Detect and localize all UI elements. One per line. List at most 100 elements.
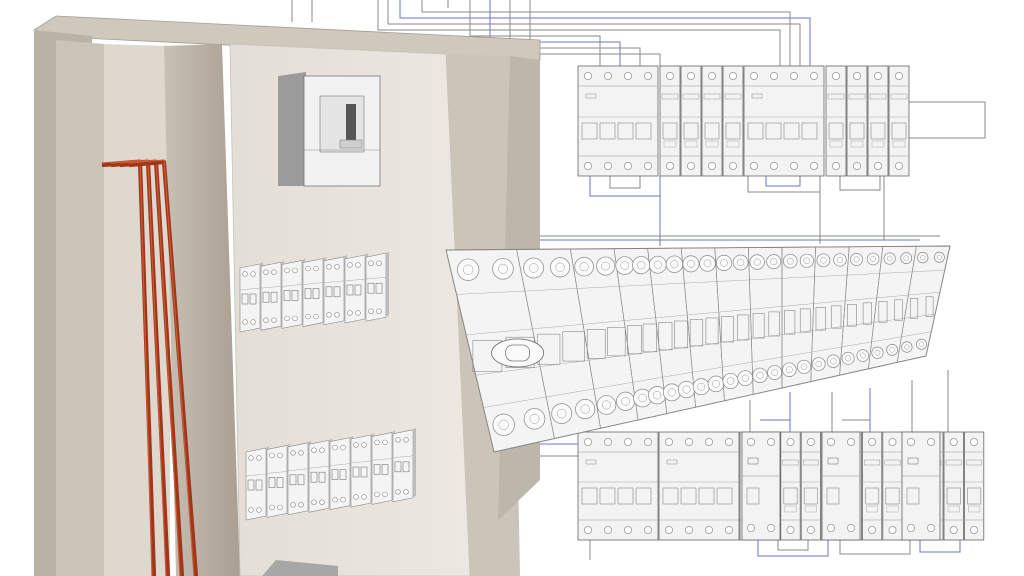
terminal-screw	[648, 386, 667, 405]
screw-head	[920, 255, 926, 261]
schematic-rcbo	[901, 431, 941, 541]
cabinet-divider	[164, 44, 240, 576]
module-body	[867, 65, 889, 177]
module-band	[781, 351, 812, 358]
terminal-screw	[248, 507, 254, 513]
screw-head	[845, 355, 852, 362]
toggle	[865, 487, 880, 505]
module-band	[662, 371, 693, 378]
terminal-screw	[927, 524, 936, 533]
cabinet-breaker	[344, 253, 368, 324]
schematic-breaker	[888, 65, 910, 177]
terminal-screw	[927, 437, 936, 446]
cabinet-breaker	[245, 446, 269, 521]
toggle	[304, 288, 312, 299]
terminal-screw	[376, 260, 382, 266]
terminal-screw	[311, 499, 317, 505]
module-band	[475, 366, 541, 376]
toggle	[716, 487, 733, 505]
terminal-screw	[866, 252, 880, 266]
module-band	[876, 294, 909, 299]
screw-head	[903, 255, 909, 261]
terminal-screw	[786, 437, 795, 446]
terminal-screw	[705, 437, 714, 446]
terminal-screw	[313, 313, 319, 320]
cabinet-breaker	[371, 430, 395, 505]
terminal-screw	[242, 319, 248, 325]
module-band	[847, 273, 880, 276]
toggle	[270, 291, 278, 303]
terminal-screw	[596, 395, 617, 415]
schematic-row-top	[577, 65, 910, 177]
screw-head	[498, 263, 508, 274]
terminal-screw	[298, 502, 304, 508]
cabinet-breaker	[350, 433, 374, 508]
busbar-highlight	[128, 159, 195, 576]
terminal-screw	[692, 378, 710, 396]
terminal-screw	[886, 344, 899, 356]
terminal-screw	[326, 264, 332, 270]
terminal-screw	[376, 308, 382, 314]
indicator	[827, 457, 839, 465]
toggle	[849, 122, 865, 140]
toggle	[705, 317, 719, 345]
module-body	[658, 431, 740, 541]
terminal-screw	[319, 499, 325, 505]
terminal-screw	[699, 255, 716, 272]
terminal-screw	[263, 317, 269, 323]
terminal-screw	[811, 357, 826, 371]
toggle	[831, 305, 842, 329]
terminal-screw	[685, 437, 694, 446]
cabinet-frame-left	[56, 40, 104, 576]
module-band	[716, 279, 750, 282]
toggle	[784, 310, 796, 335]
cabinet-breaker	[323, 254, 347, 326]
terminal-screw	[888, 437, 897, 446]
terminal-screw	[665, 526, 674, 535]
terminal-screw	[687, 72, 696, 81]
toggle-base	[726, 140, 740, 148]
terminal-screw	[584, 161, 593, 170]
strip-module	[714, 247, 754, 402]
terminal-screw	[457, 258, 480, 281]
schematic-rcd	[577, 431, 659, 541]
toggle	[262, 291, 270, 303]
terminal-screw	[347, 262, 353, 268]
toggle	[581, 487, 598, 505]
module-band	[871, 336, 902, 343]
terminal-screw	[248, 455, 254, 461]
label-window	[966, 459, 983, 466]
terminal-screw	[604, 437, 613, 446]
terminal-screw	[770, 161, 779, 170]
copper-busbars	[101, 159, 199, 576]
toggle	[249, 293, 257, 305]
terminal-screw	[832, 161, 841, 170]
terminal-screw	[933, 251, 945, 263]
module-body	[577, 65, 659, 177]
terminal-screw	[644, 72, 653, 81]
toggle-base	[850, 140, 864, 148]
module-body	[800, 431, 822, 541]
terminal-screw	[907, 524, 916, 533]
toggle	[617, 487, 634, 505]
toggle-base	[947, 505, 960, 513]
terminal-screw	[604, 72, 613, 81]
toggle	[318, 471, 326, 483]
terminal-screw	[368, 260, 374, 266]
label-window	[869, 93, 887, 100]
terminal-screw	[790, 72, 799, 81]
label-window	[945, 459, 962, 466]
cabinet-breaker	[281, 258, 305, 329]
toggle-base	[866, 505, 879, 513]
rotary-handle	[505, 344, 531, 362]
schematic-breaker	[800, 431, 822, 541]
busbar-highlight	[110, 159, 167, 576]
screw-head	[638, 393, 647, 403]
toggle	[752, 313, 765, 339]
toggle	[310, 471, 318, 483]
screw-head	[621, 396, 630, 406]
label-window	[802, 459, 819, 466]
terminal-screw	[584, 72, 593, 81]
module-band	[655, 314, 688, 319]
toggle	[617, 122, 634, 140]
